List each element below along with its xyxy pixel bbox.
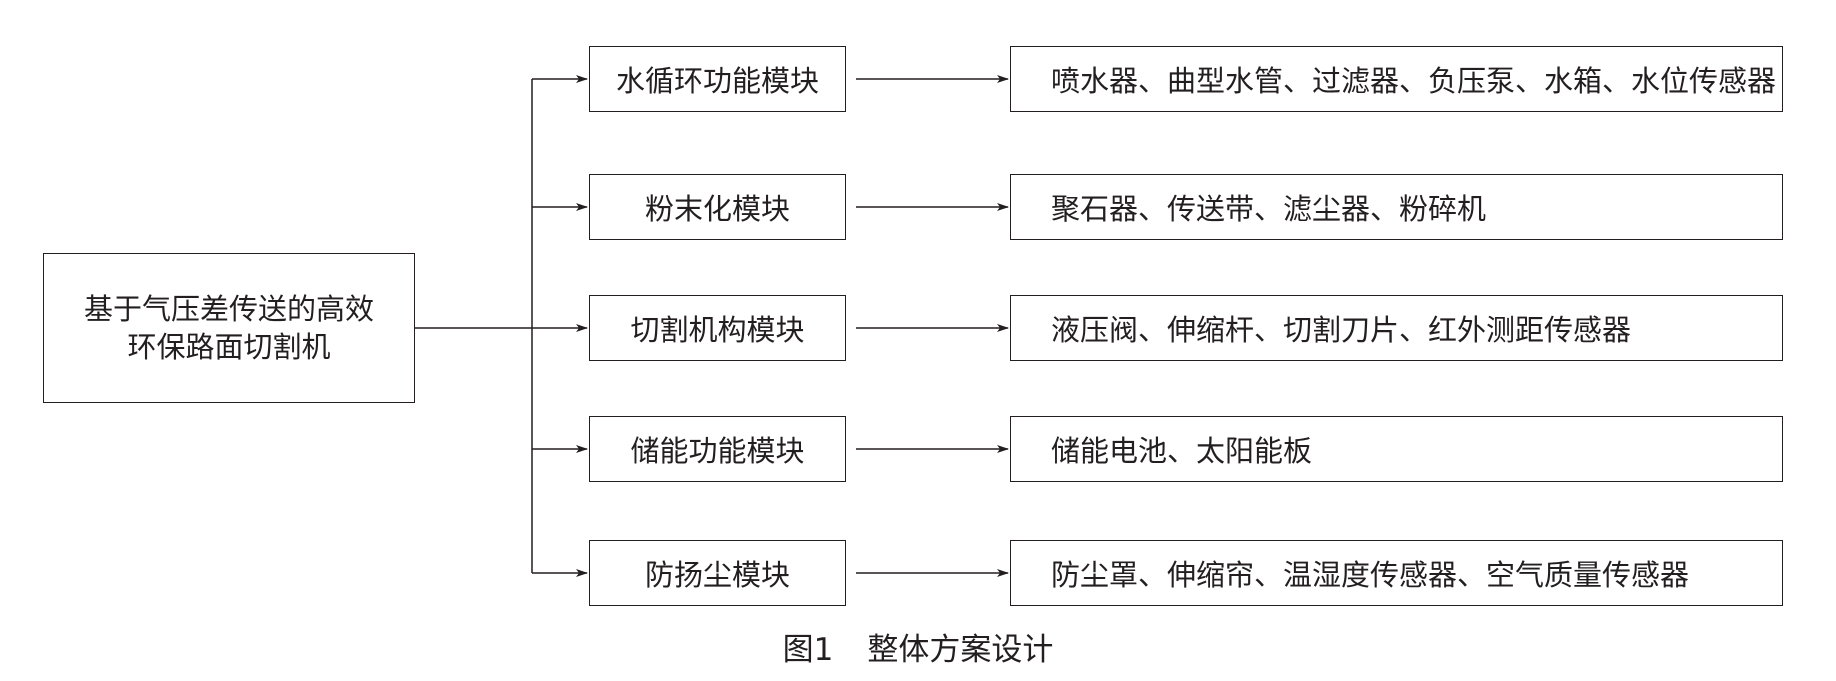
module-label: 粉末化模块: [644, 192, 790, 226]
root-label-line1: 基于气压差传送的高效: [83, 292, 374, 326]
detail-label: 液压阀、伸缩杆、切割刀片、红外测距传感器: [1051, 313, 1632, 347]
detail-node-dust-prevention: 防尘罩、伸缩帘、温湿度传感器、空气质量传感器: [1010, 540, 1783, 606]
module-label: 切割机构模块: [630, 313, 805, 347]
detail-node-cutting: 液压阀、伸缩杆、切割刀片、红外测距传感器: [1010, 295, 1783, 361]
module-node-water-cycle: 水循环功能模块: [589, 46, 846, 112]
module-node-cutting: 切割机构模块: [589, 295, 846, 361]
root-label-line2: 环保路面切割机: [127, 330, 331, 364]
module-label: 储能功能模块: [630, 434, 805, 468]
figure-caption: 图1 整体方案设计: [0, 630, 1836, 670]
figure-number: 图1: [782, 632, 834, 668]
detail-label: 喷水器、曲型水管、过滤器、负压泵、水箱、水位传感器: [1051, 64, 1777, 98]
detail-node-water-cycle: 喷水器、曲型水管、过滤器、负压泵、水箱、水位传感器: [1010, 46, 1783, 112]
root-node: 基于气压差传送的高效 环保路面切割机: [43, 253, 415, 403]
detail-label: 聚石器、传送带、滤尘器、粉碎机: [1051, 192, 1487, 226]
figure-title: 整体方案设计: [867, 632, 1054, 668]
detail-label: 储能电池、太阳能板: [1051, 434, 1313, 468]
module-node-dust-prevention: 防扬尘模块: [589, 540, 846, 606]
module-node-powdering: 粉末化模块: [589, 174, 846, 240]
detail-label: 防尘罩、伸缩帘、温湿度传感器、空气质量传感器: [1051, 558, 1690, 592]
module-label: 水循环功能模块: [615, 64, 819, 98]
detail-node-energy-storage: 储能电池、太阳能板: [1010, 416, 1783, 482]
detail-node-powdering: 聚石器、传送带、滤尘器、粉碎机: [1010, 174, 1783, 240]
module-node-energy-storage: 储能功能模块: [589, 416, 846, 482]
module-label: 防扬尘模块: [644, 558, 790, 592]
